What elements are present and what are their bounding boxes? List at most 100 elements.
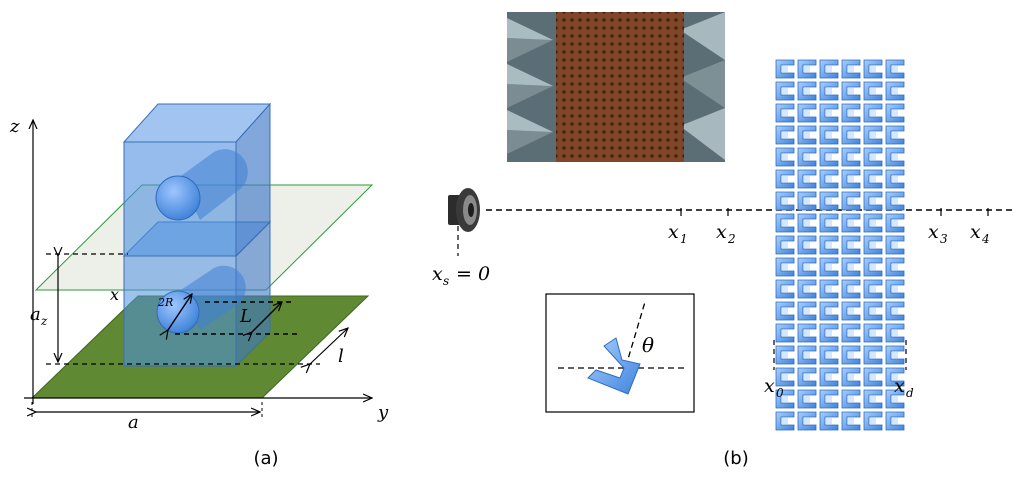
resonator-cell-inner [870,374,876,380]
resonator-cell [841,169,861,189]
label-x: x [110,285,119,304]
resonator-cell [775,279,795,299]
resonator-cell-inner [870,110,876,116]
label-z: z [9,116,20,137]
resonator-cell-inner [870,286,876,292]
resonator-cell-inner [782,308,788,314]
resonator-cell [841,213,861,233]
resonator-cell [863,411,883,431]
resonator-cell [819,367,839,387]
resonator-cell-inner [804,352,810,358]
resonator-cell-inner [826,132,832,138]
resonator-cell [885,279,905,299]
resonator-cell-inner [892,88,898,94]
resonator-cell [841,235,861,255]
rotated-resonator [587,337,641,395]
resonator-cell-inner [870,154,876,160]
resonator-cell-inner [892,286,898,292]
svg-text:s: s [443,274,449,288]
resonator-cell-inner [848,264,854,270]
label-x3: x 3 [928,221,948,246]
label-x4: x 4 [970,221,990,246]
resonator-cell-inner [804,176,810,182]
resonator-cell [797,191,817,211]
resonator-cell [863,103,883,123]
resonator-cell [775,411,795,431]
resonator-cell-inner [826,286,832,292]
resonator-cell-inner [870,242,876,248]
label-a: a [128,412,139,433]
resonator-cell [863,213,883,233]
resonator-cell [775,323,795,343]
label-l: l [338,346,344,367]
resonator-cell-inner [870,198,876,204]
resonator-cell-inner [826,198,832,204]
resonator-cell [841,411,861,431]
resonator-cell [819,191,839,211]
upper-cell [122,102,272,258]
svg-text:0: 0 [776,386,784,400]
resonator-cell [797,147,817,167]
resonator-cell [841,301,861,321]
svg-text:x: x [764,375,775,397]
resonator-cell-inner [826,242,832,248]
upper-sphere [155,175,201,221]
resonator-cell-inner [892,198,898,204]
resonator-cell [885,103,905,123]
resonator-cell-inner [870,330,876,336]
resonator-cell [841,389,861,409]
resonator-cell-inner [782,154,788,160]
resonator-cell-inner [870,132,876,138]
resonator-cell-inner [892,110,898,116]
resonator-cell [797,411,817,431]
resonator-cell-inner [848,198,854,204]
resonator-cell [841,191,861,211]
resonator-cell-inner [892,396,898,402]
resonator-cell-inner [848,176,854,182]
resonator-cell-inner [826,220,832,226]
svg-text:x: x [716,221,727,243]
resonator-cell [797,59,817,79]
svg-text:x: x [668,221,679,243]
resonator-cell [841,125,861,145]
resonator-cell [885,169,905,189]
label-theta: θ [642,333,654,357]
resonator-cell-inner [804,88,810,94]
resonator-cell [841,59,861,79]
resonator-cell-inner [804,198,810,204]
resonator-cell [775,389,795,409]
resonator-cell [775,147,795,167]
resonator-cell [885,235,905,255]
resonator-cell [797,367,817,387]
resonator-cell-inner [848,66,854,72]
resonator-cell [863,147,883,167]
label-xd: x d [894,375,914,400]
resonator-cell-inner [892,374,898,380]
resonator-cell [863,235,883,255]
resonator-cell-inner [782,110,788,116]
resonator-cell [863,389,883,409]
resonator-cell-inner [870,220,876,226]
resonator-cell [885,147,905,167]
resonator-cell [797,345,817,365]
resonator-cell-inner [892,352,898,358]
resonator-cell [885,411,905,431]
resonator-cell-inner [782,374,788,380]
resonator-cell [863,169,883,189]
resonator-cell-inner [848,286,854,292]
resonator-cell [819,411,839,431]
resonator-cell [841,279,861,299]
svg-text:2: 2 [727,232,736,246]
resonator-cell-inner [782,418,788,424]
label-x2: x 2 [716,221,736,246]
resonator-cell-inner [826,88,832,94]
resonator-cell [775,345,795,365]
resonator-cell [797,81,817,101]
resonator-cell-inner [782,242,788,248]
resonator-cell-inner [892,308,898,314]
resonator-cell-inner [826,110,832,116]
resonator-cell [819,389,839,409]
label-x0: x 0 [764,375,784,400]
resonator-cell [863,59,883,79]
